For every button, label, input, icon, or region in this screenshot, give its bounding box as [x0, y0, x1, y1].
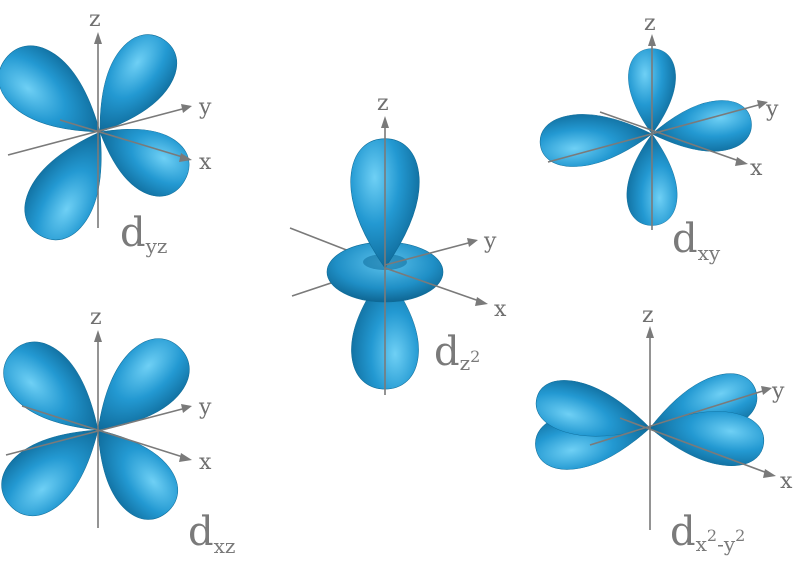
dz2-label-base: d	[434, 329, 460, 375]
dyz-axes	[7, 32, 192, 228]
dz2-x-axis	[384, 267, 483, 303]
dxz-y-label: y	[198, 395, 212, 420]
dyz-x-axis	[59, 119, 187, 159]
orbital-dxy: z y x dxy	[537, 11, 779, 265]
dz2-z-label: z	[377, 91, 389, 116]
dxz-label: dxz	[188, 509, 235, 558]
dyz-x-arrowhead	[179, 153, 192, 162]
dz2-x-label: x	[494, 297, 507, 322]
dxy-y-arrowhead	[757, 100, 768, 109]
dxy-x-arrowhead	[735, 157, 748, 166]
orbital-dz2: z y x dz2	[289, 91, 507, 395]
dxy-label-sub: xy	[698, 241, 721, 265]
dyz-label-sub: yz	[145, 234, 168, 258]
dx2y2-y-arrowhead	[761, 386, 772, 395]
dxz-y-axis	[5, 407, 187, 456]
dxz-z-arrowhead	[94, 330, 102, 342]
dxy-label: dxy	[672, 216, 721, 265]
dyz-label: dyz	[120, 210, 167, 258]
dyz-z-label: z	[89, 7, 101, 32]
dxz-label-sub: xz	[214, 534, 236, 558]
dxy-x-label: x	[750, 156, 763, 181]
dx2y2-x-arrowhead	[763, 469, 776, 478]
orbital-dx2y2: z y x dx2-y2	[529, 303, 793, 556]
dx2y2-y-label: y	[771, 379, 785, 404]
dx2y2-x-label: x	[780, 469, 793, 494]
dz2-label: dz2	[434, 329, 480, 375]
dxz-axes	[5, 330, 192, 528]
dx2y2-lobes	[529, 364, 768, 476]
dz2-y-label: y	[483, 229, 497, 254]
dxz-x-label: x	[199, 450, 212, 475]
dx2y2-z-arrowhead	[646, 326, 654, 338]
dyz-y-arrowhead	[181, 104, 192, 113]
dx2y2-z-label: z	[642, 303, 654, 328]
dyz-x-label: x	[199, 150, 212, 175]
dxz-label-base: d	[188, 509, 214, 555]
dyz-y-label: y	[198, 95, 212, 120]
dxz-x-arrowhead	[179, 453, 192, 462]
dyz-label-base: d	[120, 210, 146, 256]
dx2y2-label-base: d	[670, 509, 696, 555]
dxy-lobes	[537, 48, 755, 226]
dxy-label-base: d	[672, 216, 698, 262]
dx2y2-label-sup-b: 2	[735, 526, 745, 545]
orbital-dxz: z y x dxz	[0, 305, 235, 558]
dz2-y-arrowhead	[467, 238, 478, 247]
dyz-lobes	[0, 22, 201, 253]
dz2-y-axis	[384, 241, 473, 266]
dyz-z-arrowhead	[94, 32, 102, 44]
dxy-z-arrowhead	[648, 34, 656, 46]
dxz-lobes	[0, 324, 204, 533]
dxy-y-label: y	[765, 97, 779, 122]
dz2-label-sup: 2	[470, 347, 480, 366]
dxz-x-axis	[21, 405, 187, 459]
dxy-axes	[547, 34, 768, 230]
dx2y2-label: dx2-y2	[670, 509, 745, 556]
dxy-z-label: z	[644, 11, 656, 36]
dxz-y-arrowhead	[181, 404, 192, 413]
dxz-z-label: z	[90, 305, 102, 330]
dx2y2-label-sub-a: x	[696, 532, 708, 556]
dx2y2-x-axis	[619, 417, 771, 475]
dx2y2-axes	[589, 326, 776, 530]
dz2-label-sub: z	[460, 351, 471, 375]
dx2y2-label-sub-b: -y	[717, 532, 736, 556]
dxy-x-axis	[599, 111, 743, 163]
dz2-axes	[381, 116, 488, 395]
dz2-z-arrowhead	[381, 116, 389, 128]
dz2-x-arrowhead	[475, 297, 488, 306]
dx2y2-label-sup-a: 2	[707, 526, 717, 545]
orbital-dyz: z y x dyz	[0, 7, 212, 258]
dxy-y-axis	[547, 103, 763, 163]
dx2y2-y-axis	[589, 389, 767, 446]
